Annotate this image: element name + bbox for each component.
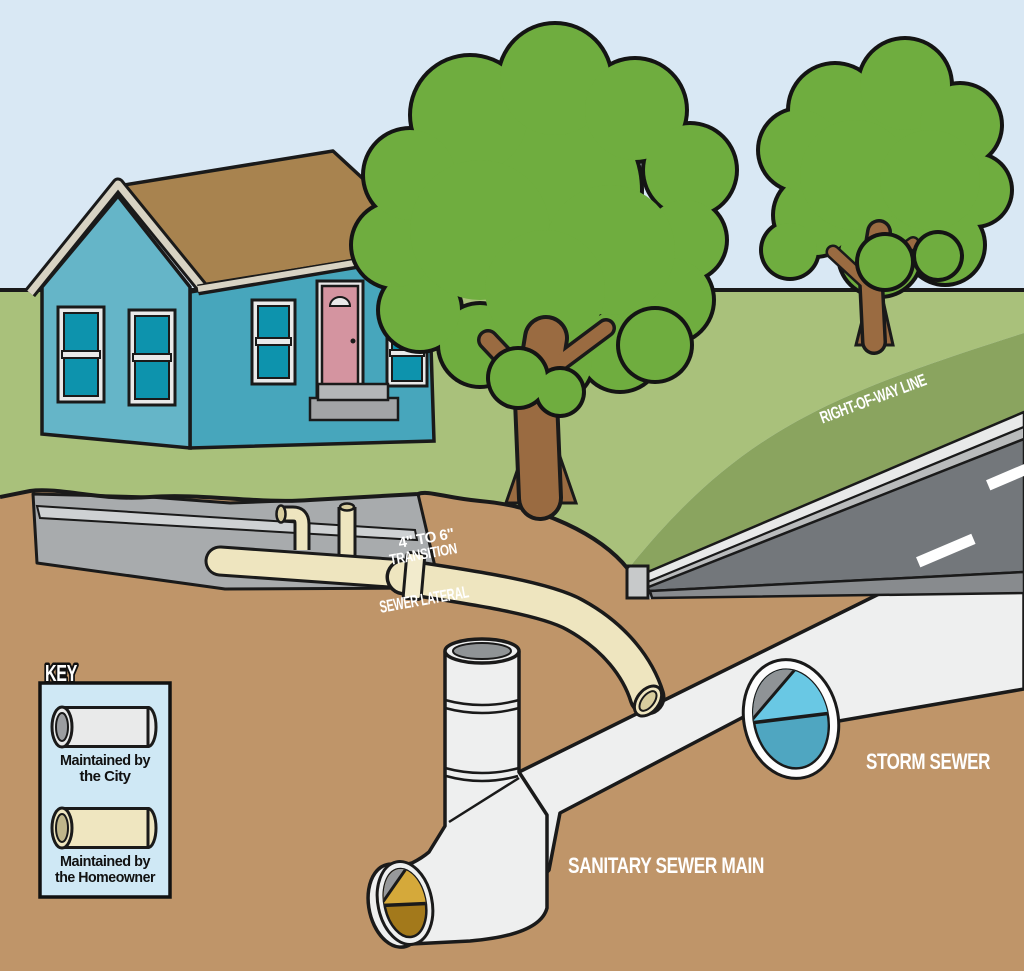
lateral-4in	[207, 548, 417, 587]
storm-sewer-opening	[741, 658, 841, 780]
house	[24, 149, 439, 450]
cleanout-stack-top	[338, 502, 356, 512]
lateral-end-cap	[632, 684, 664, 718]
legend-city-label-line1: Maintained by	[60, 752, 151, 769]
window	[127, 308, 177, 407]
road	[625, 410, 1024, 600]
storm-sewer-label: STORM SEWER	[866, 749, 990, 774]
road-bed-side	[648, 570, 1024, 600]
right-of-way-strip	[628, 333, 1024, 577]
front-door	[315, 279, 365, 401]
sanitary-main-opening	[375, 860, 435, 946]
legend-homeowner-label-line1: Maintained by	[60, 853, 151, 870]
windows	[56, 298, 429, 407]
tree-canopy	[760, 40, 1010, 295]
lane-dash	[986, 456, 1024, 491]
door-arch-window	[328, 296, 352, 307]
legend-homeowner-label-line2: the Homeowner	[55, 869, 156, 886]
lane-dash	[916, 533, 976, 568]
small-tree	[756, 36, 1014, 355]
lateral-6in	[389, 562, 662, 712]
front-steps	[308, 382, 400, 422]
lane-markings	[916, 456, 1024, 568]
cleanout-elbow	[282, 508, 308, 550]
cleanout-elbow-opening	[275, 504, 287, 524]
legend-city-label-line2: the City	[79, 768, 131, 785]
curb-end-cap	[625, 564, 650, 600]
legend: KEY Maintained by the City Maintained by…	[38, 658, 172, 899]
tree-front-foliage	[486, 306, 694, 418]
sewer-lateral-pipe	[204, 545, 666, 718]
gable-fascia	[27, 180, 208, 296]
large-tree	[349, 21, 739, 521]
window	[250, 298, 297, 386]
homeowner-pipe-icon	[50, 806, 158, 850]
door-knob	[350, 338, 356, 344]
tree-front-foliage	[855, 230, 964, 292]
sanitary-sewer-main-label: SANITARY SEWER MAIN	[568, 853, 764, 878]
sanitary-junction	[366, 637, 549, 949]
riser-top-opening	[452, 642, 512, 660]
window	[56, 305, 106, 404]
transition-coupling	[401, 551, 427, 601]
city-pipe-icon	[50, 705, 158, 749]
riser-couplings	[444, 698, 520, 824]
underground-pipes	[366, 586, 1024, 949]
tree-canopy	[353, 25, 735, 402]
